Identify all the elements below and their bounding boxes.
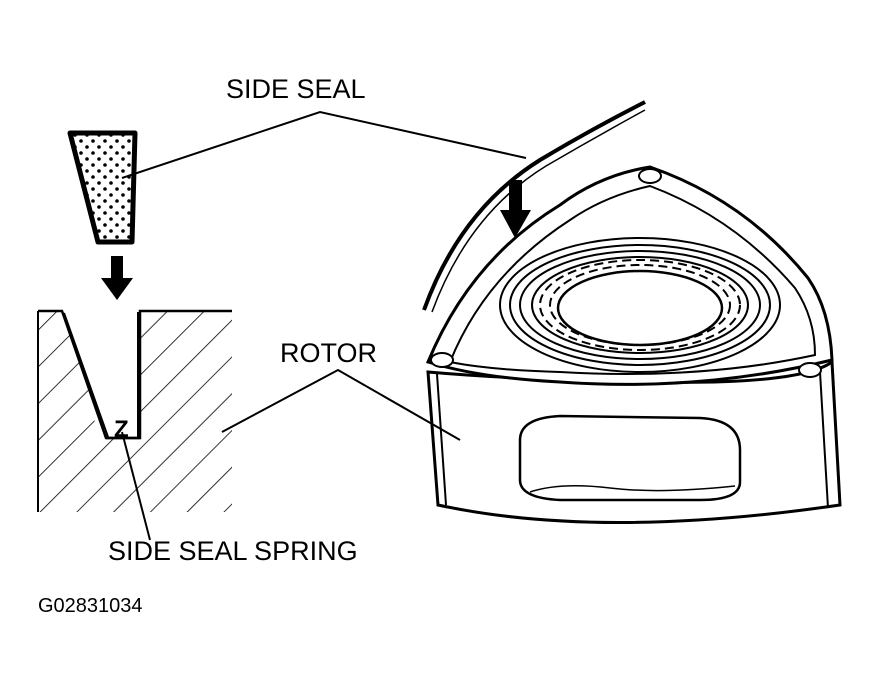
rotor-3d [425, 165, 842, 524]
side-seal-piece [67, 130, 138, 245]
rotor-label: ROTOR [280, 338, 377, 368]
leader-lines [121, 110, 527, 541]
rotor-section [37, 309, 232, 512]
insert-arrow-left [101, 256, 133, 300]
side-seal-label: SIDE SEAL [226, 74, 366, 104]
figure-code: G02831034 [38, 595, 143, 617]
spring-mark: Z [114, 416, 129, 443]
side-seal-spring-label: SIDE SEAL SPRING [108, 536, 358, 566]
side-seal-strip [422, 100, 646, 313]
insert-arrow-right [500, 180, 531, 238]
